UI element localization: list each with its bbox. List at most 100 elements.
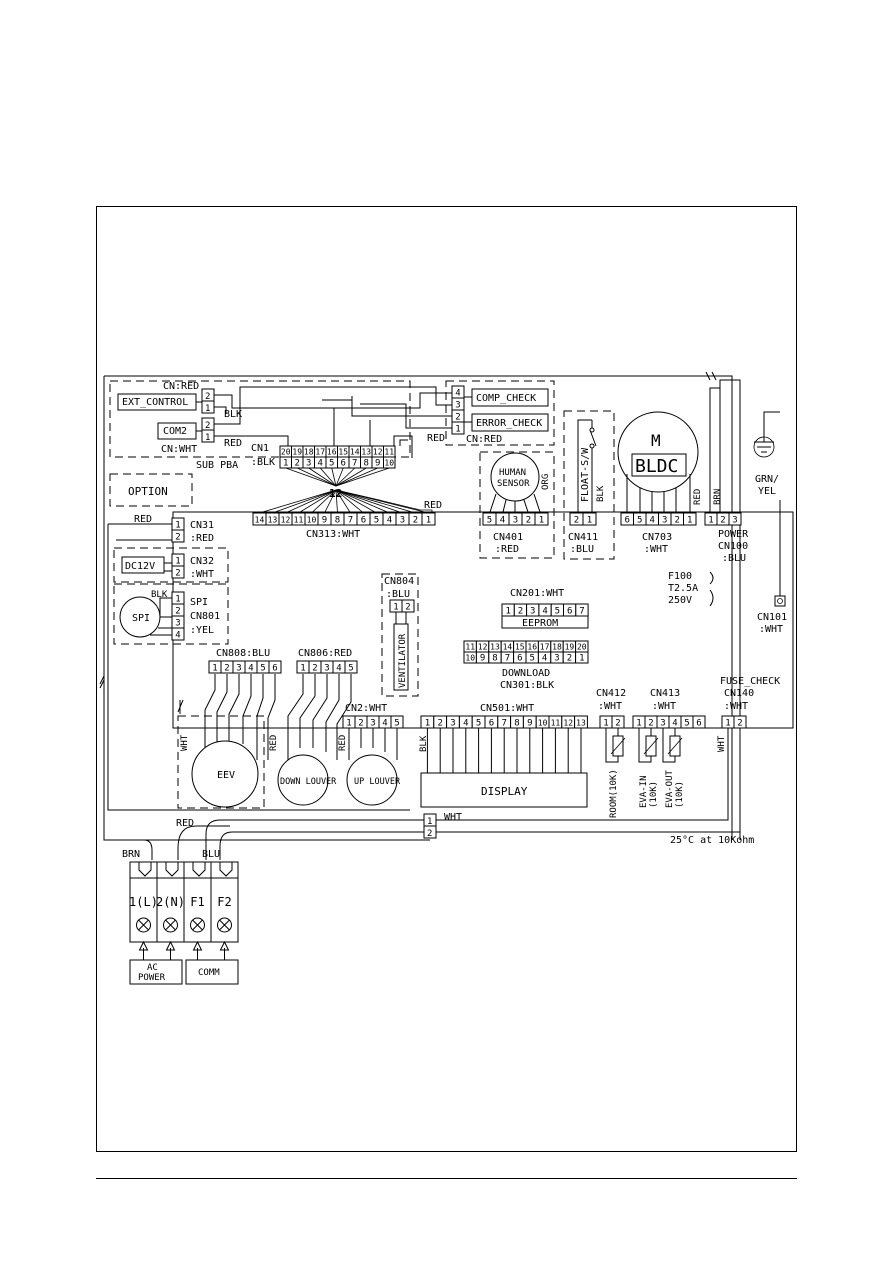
cn301-top-pin-label: 19 [565,643,575,652]
eva-out-slash [667,737,683,755]
cn1-top-pin-label: 15 [338,448,348,457]
cn703-pin-label: 1 [687,516,692,526]
ventilator-label: VENTILATOR [398,633,408,688]
bundle-out [335,489,364,514]
cn501-label: CN501:WHT [480,703,534,714]
terminal-arrows [138,940,230,960]
ventilator-wires [395,612,407,624]
cn301-bot-pin [575,651,589,664]
cn1-bot-pin-label: 8 [364,459,369,469]
screw-cross [219,919,230,931]
power-l2: CN100 [718,541,748,552]
option-box [109,473,193,507]
dc12v-label: DC12V [125,561,155,572]
cn501-pin-label: 1 [425,719,430,729]
spi-name: SPI [132,613,150,624]
bundle-out [335,489,416,514]
cn501-pin-label: 5 [476,719,481,729]
wire-com2-1 [214,435,289,446]
cn412-pin-label: 2 [615,719,620,729]
break-mark-left [99,675,105,689]
cn313-pin-label: 11 [294,516,304,525]
cn808-label: CN808:BLU [216,648,270,659]
cn140-l1: FUSE_CHECK [720,676,780,687]
power-l3: :BLU [722,553,746,564]
cn301-bot-pin-label: 4 [542,654,547,664]
cn1-label: CN1 [251,443,269,454]
bundle-out [285,489,337,514]
cn1-bot-pin-label: 1 [283,459,288,469]
cn313-pin-label: 3 [400,516,405,526]
cn1-bot-pin-label: 2 [295,459,300,469]
cn412-l2: :WHT [598,701,622,712]
comp-check-label: COMP_CHECK [476,393,536,404]
cn703-pin-label: 3 [662,516,667,526]
cn501-pin-label: 4 [463,719,468,729]
bldc-box [631,453,687,477]
check-pin-label: 2 [455,413,460,423]
arrow-up-icon [219,940,230,960]
cn808-pin-label: 6 [272,664,277,674]
cn31-l2: :RED [190,533,214,544]
up-louver-label: UP LOUVER [354,777,401,787]
cn411-label: CN411 [568,532,598,543]
check-pin [451,421,465,435]
cn313-pin-label: 7 [348,516,353,526]
cn301-top-pin-label: 16 [527,643,537,652]
dc12v-box [121,556,165,574]
terminal-label: F2 [217,895,231,909]
footer-rule [96,1178,797,1179]
cn301-bot-pin-label: 3 [554,654,559,664]
cn1-bot-pin-label: 6 [341,459,346,469]
eev-leads [204,674,276,760]
cn808-pin-label: 5 [260,664,265,674]
cn313-pin-label: 12 [281,516,291,525]
wire-ext2 [214,392,452,409]
main-pcb [172,511,794,729]
arrow-up-icon [165,940,176,960]
cn313-pin-label: 10 [307,516,317,525]
terminal-label: 1(L) [129,895,158,909]
cn100-pin-label: 1 [708,516,713,526]
bundle-in [297,467,337,487]
bundle-in [285,467,337,487]
fuse-check-wires [436,728,741,833]
cn413-pin [692,715,706,729]
bundle-in [308,467,337,487]
wire-check-a [322,396,452,446]
cn301-bot-pin-label: 10 [465,654,475,663]
cn808-pin-label: 3 [236,664,241,674]
term-wht: WHT [444,812,462,823]
motor-wires [626,474,691,512]
bundle-out [272,489,337,514]
terminal-screws [136,917,232,933]
cn808-pin-label: 4 [248,664,253,674]
ac-power-box [129,959,183,985]
cn313-pin-label: 4 [387,516,392,526]
screw-cross [138,919,149,931]
sub-cn-wht: CN:WHT [161,444,197,455]
cn140-wht: WHT [717,735,727,752]
eva-in-l2: (10K) [649,781,659,808]
float-contact-a [589,427,595,433]
cn301-bot-pin-label: 8 [492,654,497,664]
cn31-pin-label: 2 [175,533,180,543]
cn804-l1: CN804 [384,576,414,587]
cn201-pin-label: 1 [505,607,510,617]
cn31-red: RED [134,514,152,525]
cn1-top-pin-label: 17 [315,448,325,457]
cn100-pin-label: 3 [732,516,737,526]
cn32-pins: 12 [171,553,185,579]
spi-wires [150,597,172,636]
term-wire-red [177,825,230,860]
cn501-leads [426,728,582,773]
up-red: RED [338,735,348,751]
bundle-out [311,489,337,514]
spi-l1: SPI [190,597,208,608]
bundle-out [335,489,390,514]
cn313-pin-label: 2 [413,516,418,526]
